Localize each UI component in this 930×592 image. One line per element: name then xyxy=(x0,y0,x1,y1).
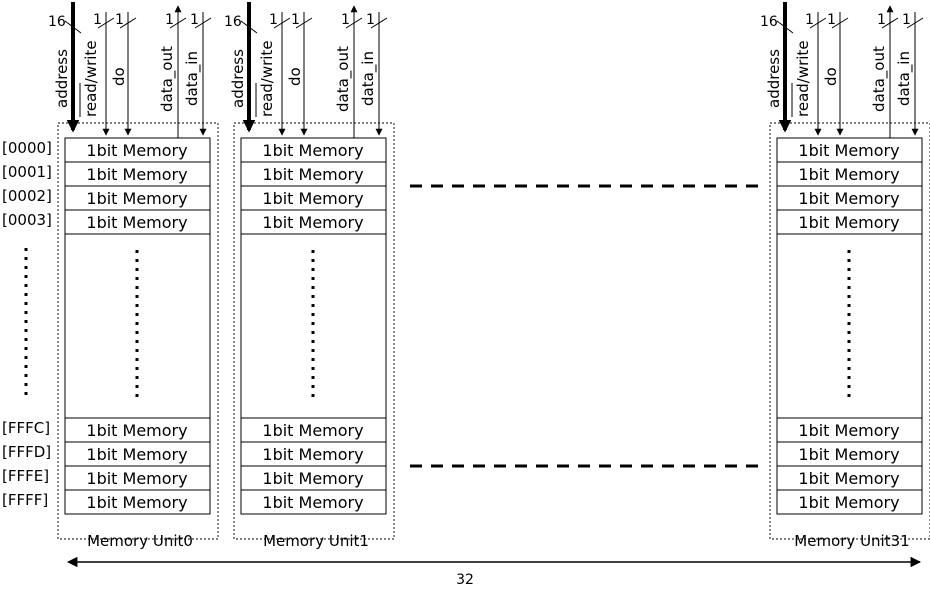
bus-width-label: 1 xyxy=(93,12,102,28)
memory-cell: 1bit Memory xyxy=(86,165,187,184)
unit-boundary xyxy=(769,122,930,540)
memory-cell: 1bit Memory xyxy=(262,189,363,208)
signal-label: read/write xyxy=(794,40,812,117)
memory-cell: 1bit Memory xyxy=(86,469,187,488)
memory-block xyxy=(64,137,211,515)
bus-width-label: 1 xyxy=(291,12,300,28)
address-label: [0003] xyxy=(2,211,52,229)
address-label: [0000] xyxy=(2,139,52,157)
memory-cell: 1bit Memory xyxy=(798,189,899,208)
bus-width-label: 1 xyxy=(366,12,375,28)
address-label: [0001] xyxy=(2,163,52,181)
memory-cell: 1bit Memory xyxy=(86,493,187,512)
memory-cell: 1bit Memory xyxy=(86,421,187,440)
signal-label: data_in xyxy=(183,51,202,106)
bus-width-label: 1 xyxy=(902,12,911,28)
signal-label: address xyxy=(765,49,783,108)
address-label: [FFFD] xyxy=(2,443,51,461)
memory-cell: 1bit Memory xyxy=(262,213,363,232)
bus-width-label: 1 xyxy=(115,12,124,28)
memory-cell: 1bit Memory xyxy=(798,445,899,464)
memory-cell: 1bit Memory xyxy=(262,469,363,488)
bus-width-label: 16 xyxy=(224,14,242,30)
memory-cell: 1bit Memory xyxy=(86,141,187,160)
bus-width-label: 1 xyxy=(190,12,199,28)
memory-cell: 1bit Memory xyxy=(798,165,899,184)
signal-label: read/write xyxy=(82,40,100,117)
bus-width-label: 16 xyxy=(760,14,778,30)
bus-width-label: 1 xyxy=(341,12,350,28)
memory-cell: 1bit Memory xyxy=(262,421,363,440)
unit-label: Memory Unit31 xyxy=(794,532,909,550)
bus-width-label: 1 xyxy=(165,12,174,28)
unit-boundary xyxy=(233,122,395,540)
signal-label: do xyxy=(286,67,304,86)
memory-unit-31: 1bit Memory 1bit Memory 1bit Memory 1bit… xyxy=(760,2,930,550)
memory-cell: 1bit Memory xyxy=(86,213,187,232)
memory-cell: 1bit Memory xyxy=(798,493,899,512)
bus-width-label: 1 xyxy=(827,12,836,28)
signal-label: data_out xyxy=(870,46,889,112)
memory-cell: 1bit Memory xyxy=(798,141,899,160)
memory-cell: 1bit Memory xyxy=(262,165,363,184)
memory-cell: 1bit Memory xyxy=(86,445,187,464)
memory-unit-0: 1bit Memory 1bit Memory 1bit Memory 1bit… xyxy=(48,2,219,550)
signal-label: address xyxy=(53,49,71,108)
signal-label: do xyxy=(822,67,840,86)
bus-width-label: 1 xyxy=(877,12,886,28)
signal-label: data_out xyxy=(334,46,353,112)
memory-cell: 1bit Memory xyxy=(262,141,363,160)
bus-width-label: 16 xyxy=(48,14,66,30)
signal-label: do xyxy=(110,67,128,86)
memory-cell: 1bit Memory xyxy=(798,213,899,232)
address-labels: [0000] [0001] [0002] [0003] [FFFC] [FFFD… xyxy=(2,139,52,509)
address-label: [FFFE] xyxy=(2,467,49,485)
memory-unit-1: 1bit Memory 1bit Memory 1bit Memory 1bit… xyxy=(224,2,395,550)
address-label: [0002] xyxy=(2,187,52,205)
memory-block xyxy=(776,137,923,515)
bus-width-label: 1 xyxy=(805,12,814,28)
memory-block xyxy=(240,137,387,515)
signal-label: data_in xyxy=(359,51,378,106)
address-label: [FFFC] xyxy=(2,419,50,437)
memory-cell: 1bit Memory xyxy=(798,469,899,488)
address-label: [FFFF] xyxy=(2,491,48,509)
unit-label: Memory Unit1 xyxy=(263,532,369,550)
signal-label: read/write xyxy=(258,40,276,117)
unit-label: Memory Unit0 xyxy=(87,532,193,550)
bus-width-label: 1 xyxy=(269,12,278,28)
signal-label: data_in xyxy=(895,51,914,106)
unit-boundary xyxy=(57,122,219,540)
unit-count-label: 32 xyxy=(456,572,474,588)
memory-cell: 1bit Memory xyxy=(798,421,899,440)
memory-cell: 1bit Memory xyxy=(262,493,363,512)
memory-cell: 1bit Memory xyxy=(262,445,363,464)
memory-cell: 1bit Memory xyxy=(86,189,187,208)
signal-label: address xyxy=(229,49,247,108)
signal-label: data_out xyxy=(158,46,177,112)
